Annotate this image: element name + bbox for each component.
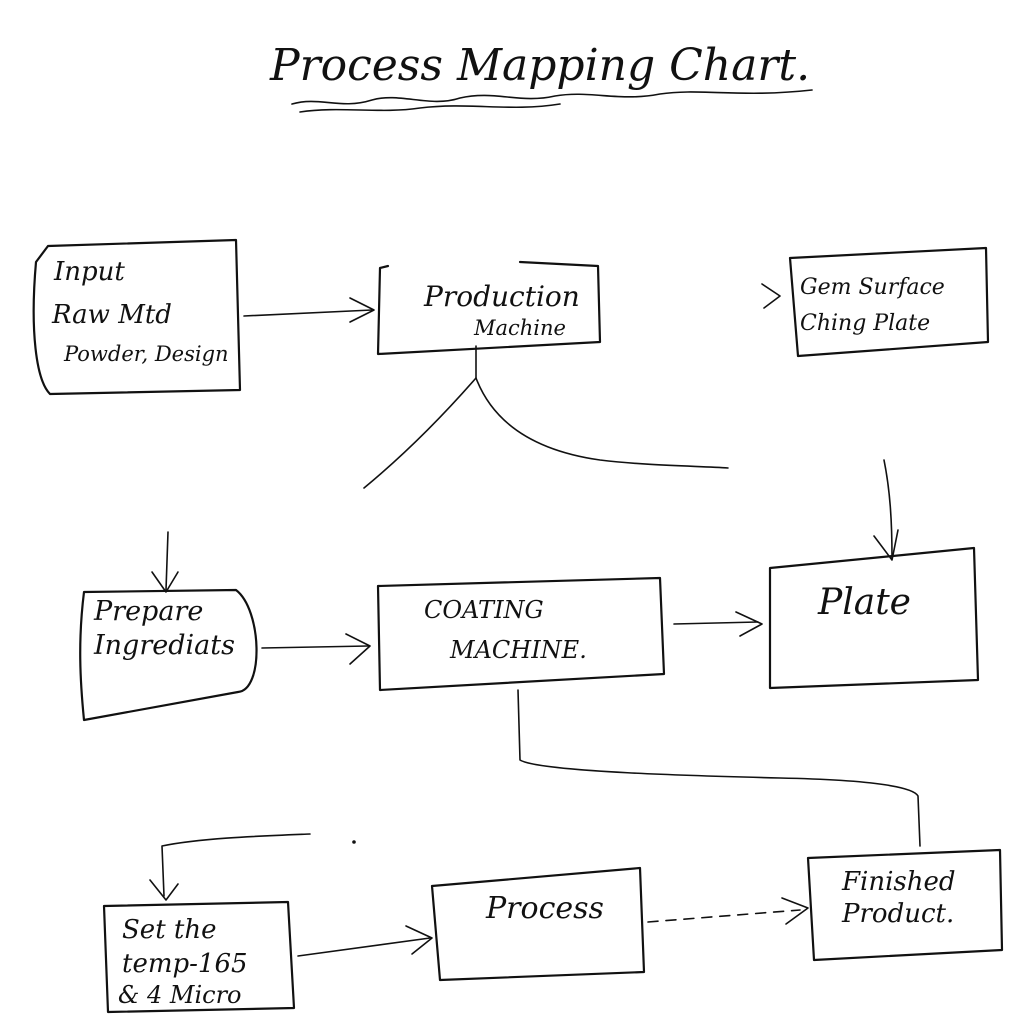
- node-production: Production Machine: [376, 260, 602, 356]
- node-input-line1: Input: [53, 257, 125, 287]
- node-input-line2: Raw Mtd: [51, 300, 172, 330]
- node-plate-label: Plate: [817, 582, 911, 623]
- node-coating-line1: COATING: [424, 596, 544, 624]
- arrow-to-plate: [873, 459, 899, 561]
- node-input: Input Raw Mtd Powder, Design: [32, 238, 242, 396]
- node-production-line1: Production: [423, 280, 580, 313]
- node-settemp-line2: temp-165: [122, 949, 248, 979]
- node-settemp-line3: & 4 Micro: [118, 981, 242, 1009]
- arrow-prepare-to-coating: [261, 633, 371, 665]
- node-settemp: Set the temp-165 & 4 Micro: [102, 900, 296, 1014]
- branch-from-production: [363, 345, 729, 489]
- node-prepare: Prepare Ingrediats: [79, 588, 258, 722]
- node-production-line2: Machine: [473, 316, 566, 340]
- connector-coating-to-finished: [517, 689, 921, 847]
- arrow-to-settemp: [149, 833, 356, 901]
- diagram-title: Process Mapping Chart.: [269, 40, 810, 91]
- node-prepare-line1: Prepare: [93, 596, 203, 627]
- title-underline: [291, 89, 813, 105]
- node-finished-line1: Finished: [841, 867, 956, 897]
- node-coating: COATING MACHINE.: [376, 576, 666, 692]
- node-coating-line2: MACHINE.: [449, 636, 587, 664]
- node-input-line3: Powder, Design: [63, 342, 229, 366]
- node-gem-surface: Gem Surface Ching Plate: [761, 246, 990, 358]
- node-gem-line2: Ching Plate: [800, 311, 930, 336]
- arrow-process-to-finished: [647, 897, 809, 925]
- node-finished-line2: Product.: [841, 899, 954, 929]
- node-process-label: Process: [485, 891, 604, 926]
- node-finished: Finished Product.: [806, 848, 1004, 962]
- title-underline-2: [299, 103, 561, 113]
- node-settemp-line1: Set the: [122, 915, 217, 945]
- arrow-to-prepare: [151, 531, 179, 593]
- node-plate: Plate: [768, 546, 980, 690]
- arrow-input-to-production: [243, 297, 375, 323]
- arrow-coating-to-plate: [673, 611, 763, 637]
- node-prepare-line2: Ingrediats: [93, 630, 235, 661]
- node-gem-line1: Gem Surface: [800, 275, 945, 300]
- node-process: Process: [430, 866, 646, 982]
- arrow-settemp-to-process: [297, 925, 433, 957]
